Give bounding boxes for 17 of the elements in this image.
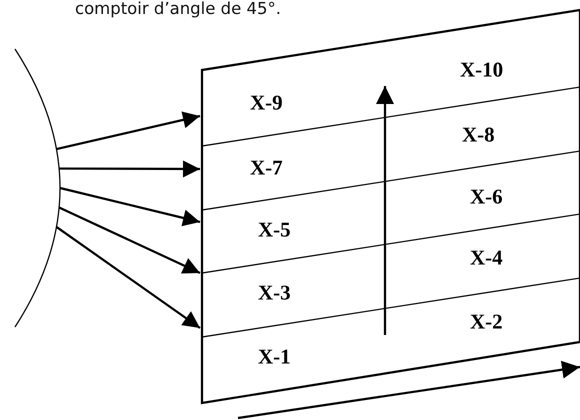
row-label: X-8 <box>462 122 495 148</box>
row-label: X-2 <box>470 310 503 334</box>
curved-surface <box>14 48 61 328</box>
arrow <box>60 186 200 226</box>
arrow <box>59 160 200 178</box>
row-label: X-3 <box>258 280 291 306</box>
row-label: X-9 <box>250 90 283 116</box>
row-label: X-4 <box>470 246 503 270</box>
row-label: X-6 <box>470 184 503 210</box>
row-label: X-7 <box>250 156 283 180</box>
arrow <box>56 112 200 150</box>
row-label: X-10 <box>460 58 504 82</box>
row-label: X-1 <box>258 344 291 370</box>
caption-text: comptoir d’angle de 45°. <box>75 0 281 18</box>
arrow <box>58 206 200 274</box>
arrow <box>56 226 201 329</box>
row-label: X-5 <box>258 218 291 242</box>
